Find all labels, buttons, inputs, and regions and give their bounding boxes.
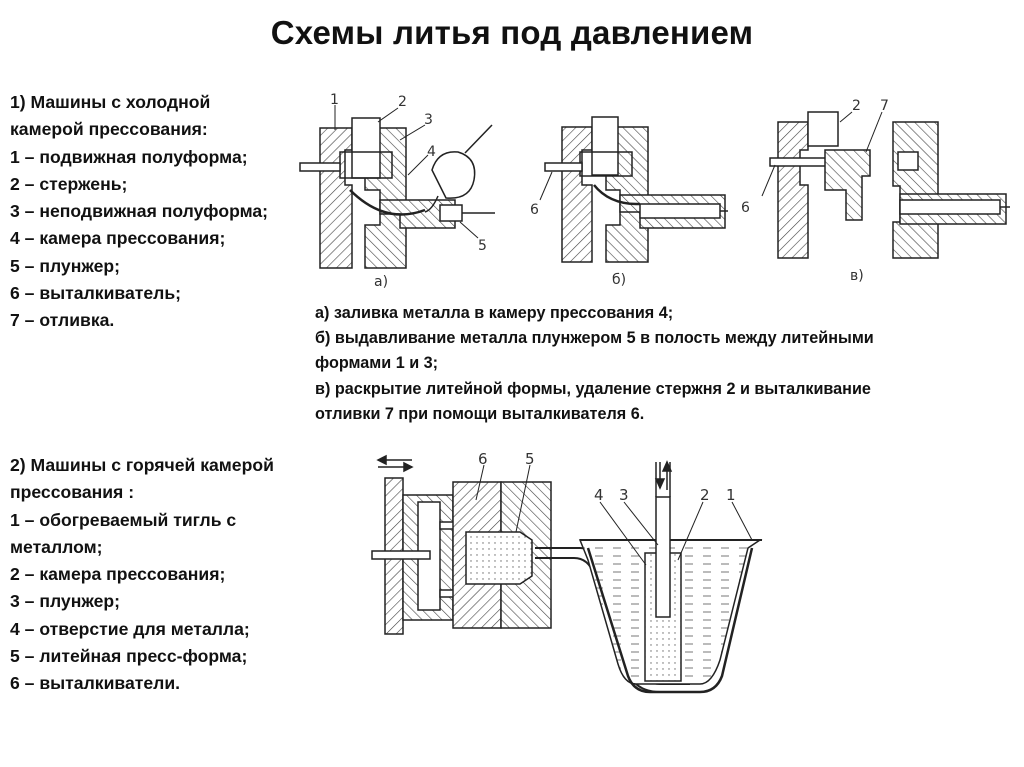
figure-a <box>299 105 495 269</box>
hot-label-4: 4 <box>594 486 604 504</box>
legend-item: 3 – неподвижная полуформа; <box>10 201 269 222</box>
casting <box>824 149 871 221</box>
pressing-chamber <box>379 199 456 229</box>
moving-half-mold <box>777 121 809 259</box>
caption-a: а) <box>374 274 388 290</box>
legend-item: металлом; <box>10 536 103 557</box>
legend-item: 4 – камера прессования; <box>10 228 226 249</box>
hot-chamber-heading-line-1: 2) Машины с горячей камерой <box>10 455 274 475</box>
legend-item: 4 – отверстие для металла; <box>10 618 250 639</box>
step-line: отливки 7 при помощи выталкивателя 6. <box>315 404 645 423</box>
legend-item: 5 – плунжер; <box>10 255 120 276</box>
step-line: формами 1 и 3; <box>315 354 439 373</box>
core <box>807 111 839 147</box>
plunger <box>639 203 721 219</box>
cold-chamber-legend: 1) Машины с холодной камерой прессования… <box>10 89 268 335</box>
figure-b <box>539 116 728 263</box>
moving-half-mold <box>319 127 353 269</box>
step-line: а) заливка металла в камеру прессования … <box>315 304 674 322</box>
fixed-half-mold <box>892 121 939 259</box>
label-6-c: 6 <box>741 200 750 216</box>
legend-item: 6 – выталкиватели. <box>10 673 181 694</box>
ejector-rod <box>544 162 583 172</box>
label-3: 3 <box>424 112 433 128</box>
ejector-rod <box>769 157 831 167</box>
hot-label-2: 2 <box>700 486 710 504</box>
cold-chamber-heading-line-1: 1) Машины с холодной <box>10 92 211 112</box>
core <box>591 116 619 176</box>
label-2-c: 2 <box>852 98 861 114</box>
legend-item: 2 – стержень; <box>10 173 128 194</box>
legend-item: 5 – литейная пресс-форма; <box>10 646 248 667</box>
label-6: 6 <box>530 202 539 218</box>
hot-chamber-diagram <box>371 454 763 694</box>
hot-label-5: 5 <box>525 450 535 468</box>
ejector-rod <box>371 550 431 560</box>
legend-item: 7 – отливка. <box>10 310 115 331</box>
hot-label-6: 6 <box>478 450 488 468</box>
ladle <box>431 151 476 199</box>
legend-item: 1 – подвижная полуформа; <box>10 146 248 167</box>
label-4: 4 <box>427 144 436 160</box>
label-2: 2 <box>398 94 407 110</box>
step-line: в) раскрытие литейной формы, удаление ст… <box>315 379 871 398</box>
caption-b: б) <box>612 272 626 288</box>
plunger <box>899 199 1001 215</box>
legend-item: 1 – обогреваемый тигль с <box>10 509 237 530</box>
figure-c <box>761 111 1010 259</box>
caption-c: в) <box>850 268 864 284</box>
page-title: Схемы литья под давлением <box>270 14 754 51</box>
process-steps: а) заливка металла в камеру прессования … <box>315 301 874 427</box>
legend-item: 2 – камера прессования; <box>10 564 226 585</box>
hot-chamber-heading-line-2: прессования : <box>10 482 135 503</box>
legend-item: 6 – выталкиватель; <box>10 283 182 304</box>
plunger <box>655 496 671 618</box>
mold-cavity <box>465 531 533 585</box>
step-line: б) выдавливание металла плунжером 5 в по… <box>315 329 874 348</box>
plunger <box>439 204 463 222</box>
label-7: 7 <box>880 98 889 114</box>
hot-label-3: 3 <box>619 486 629 504</box>
label-5: 5 <box>478 238 487 254</box>
ejector-rod <box>299 162 341 172</box>
label-1: 1 <box>330 92 339 108</box>
legend-item: 3 – плунжер; <box>10 591 120 612</box>
moving-half-mold <box>561 126 593 263</box>
hot-chamber-legend: 2) Машины с горячей камерой прессования … <box>10 452 274 698</box>
cold-chamber-heading-line-2: камерой прессования: <box>10 119 208 140</box>
core <box>351 117 381 179</box>
hot-label-1: 1 <box>726 486 736 504</box>
